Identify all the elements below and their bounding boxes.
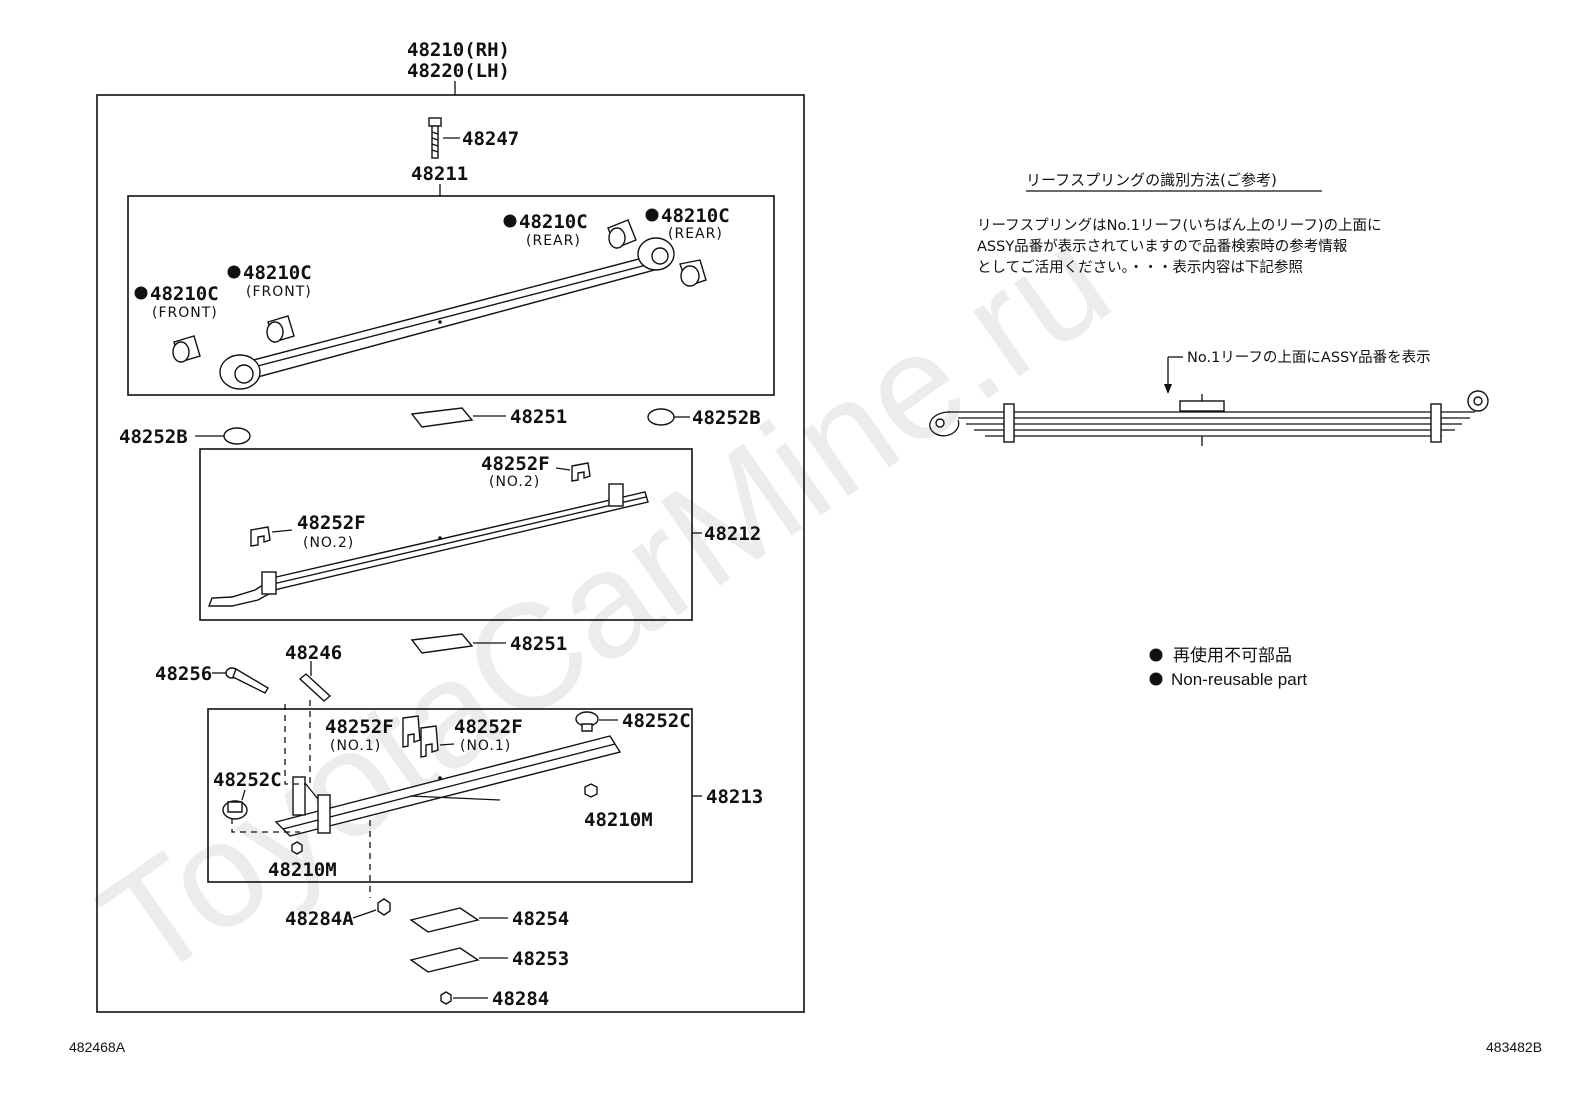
identification-note: リーフスプリングの識別方法(ご参考) リーフスプリングはNo.1リーフ(いちばん… (977, 171, 1382, 276)
callout-48252b-left: 48252B (119, 426, 188, 448)
assembly-number-group: 48210(RH) 48220(LH) (407, 39, 510, 95)
note-title: リーフスプリングの識別方法(ご参考) (1026, 171, 1277, 189)
callout-48210m-right: 48210M (584, 809, 653, 831)
qualifier-no1-left: (NO.1) (330, 738, 381, 754)
qualifier-rear-2: (REAR) (668, 226, 723, 242)
bolt-48247[interactable] (428, 117, 460, 159)
clip-48252f-no2-top[interactable] (555, 462, 591, 482)
plate-48254[interactable] (409, 907, 508, 933)
callout-48251-upper: 48251 (510, 406, 567, 428)
callout-48212: 48212 (704, 523, 761, 545)
spacer-48252b-left[interactable] (195, 427, 251, 445)
bushing-front-2[interactable] (172, 335, 201, 363)
insert-48251-upper[interactable] (410, 407, 506, 428)
figure-code-left: 482468A (69, 1039, 126, 1055)
callout-48210c-rear-1: 48210C (519, 211, 588, 233)
callout-48210c-rear-2: 48210C (661, 205, 730, 227)
bushing-front-1[interactable] (266, 315, 295, 343)
bumper-48252c-right[interactable] (575, 711, 618, 732)
non-reusable-dot (227, 265, 241, 279)
qualifier-no2-top: (NO.2) (489, 474, 540, 490)
bumper-48252c-left[interactable] (222, 789, 248, 820)
plate-48253[interactable] (409, 947, 508, 973)
nut-48210m-right[interactable] (584, 783, 598, 798)
assembly-frame (96, 94, 805, 1013)
clip-48252f-no1-left[interactable] (402, 715, 421, 748)
spacer-48252b-right[interactable] (647, 408, 690, 426)
non-reusable-dot (503, 214, 517, 228)
qualifier-no2-left: (NO.2) (303, 535, 354, 551)
clip-48252f-no1-right[interactable] (420, 725, 455, 758)
callout-48211: 48211 (411, 163, 468, 185)
bushing-rear-2[interactable] (679, 259, 707, 287)
callout-48213: 48213 (706, 786, 763, 808)
qualifier-front-2: (FRONT) (152, 305, 218, 321)
leaf-48211-frame (127, 195, 775, 396)
callout-48247: 48247 (462, 128, 519, 150)
leaf-spring-side-view (929, 390, 1489, 446)
legend-dot (1149, 672, 1163, 686)
callout-48253: 48253 (512, 948, 569, 970)
callout-48254: 48254 (512, 908, 569, 930)
callout-48256: 48256 (155, 663, 212, 685)
callout-48252c-left: 48252C (213, 769, 282, 791)
leaf-spring-48212[interactable] (207, 483, 649, 607)
nut-48210m-left[interactable] (291, 841, 303, 855)
callout-48252b-right: 48252B (692, 407, 761, 429)
note-line-3: としてご活用ください。・・・表示内容は下記参照 (977, 259, 1303, 276)
insert-48251-lower[interactable] (410, 633, 506, 654)
callout-48210c-front-1: 48210C (243, 262, 312, 284)
callout-48246: 48246 (285, 642, 342, 664)
note-line-2: ASSY品番が表示されていますので品番検索時の参考情報 (977, 238, 1348, 255)
qualifier-front-1: (FRONT) (246, 284, 312, 300)
callout-48252f-no1-right: 48252F (454, 716, 523, 738)
callout-48284a: 48284A (285, 908, 354, 930)
bolt-48246[interactable] (298, 661, 332, 702)
nut-48284a[interactable] (352, 898, 391, 919)
legend-dot (1149, 648, 1163, 662)
leaf-spring-48211[interactable] (219, 237, 675, 390)
non-reusable-dot (645, 208, 659, 222)
nut-48284[interactable] (440, 991, 488, 1005)
bolt-48256[interactable] (212, 667, 269, 694)
callout-48252f-no2-top: 48252F (481, 453, 550, 475)
qualifier-no1-right: (NO.1) (460, 738, 511, 754)
spring-callout: No.1リーフの上面にASSY品番を表示 (1164, 349, 1431, 394)
non-reusable-dot (134, 286, 148, 300)
bushing-rear-1[interactable] (607, 219, 637, 249)
callout-48210m-left: 48210M (268, 859, 337, 881)
assembly-dashed-lines (231, 700, 371, 898)
callout-48252f-no1-left: 48252F (325, 716, 394, 738)
legend-jp: 再使用不可部品 (1173, 645, 1292, 665)
figure-code-right: 483482B (1486, 1039, 1542, 1055)
callout-48210c-front-2: 48210C (150, 283, 219, 305)
callout-48251-lower: 48251 (510, 633, 567, 655)
leaf-spring-48213[interactable] (274, 735, 622, 837)
callout-48252f-no2-left: 48252F (297, 512, 366, 534)
legend: 再使用不可部品 Non-reusable part (1149, 645, 1307, 689)
clip-48252f-no2-left[interactable] (250, 526, 293, 547)
callout-48252c-right: 48252C (622, 710, 691, 732)
qualifier-rear-1: (REAR) (526, 233, 581, 249)
legend-en: Non-reusable part (1171, 670, 1307, 689)
spring-callout-text: No.1リーフの上面にASSY品番を表示 (1187, 349, 1431, 366)
assembly-number-lh: 48220(LH) (407, 60, 510, 82)
leaf-48212-frame (199, 448, 693, 621)
assembly-number-rh: 48210(RH) (407, 39, 510, 61)
callout-48284: 48284 (492, 988, 549, 1010)
note-line-1: リーフスプリングはNo.1リーフ(いちばん上のリーフ)の上面に (977, 217, 1382, 234)
